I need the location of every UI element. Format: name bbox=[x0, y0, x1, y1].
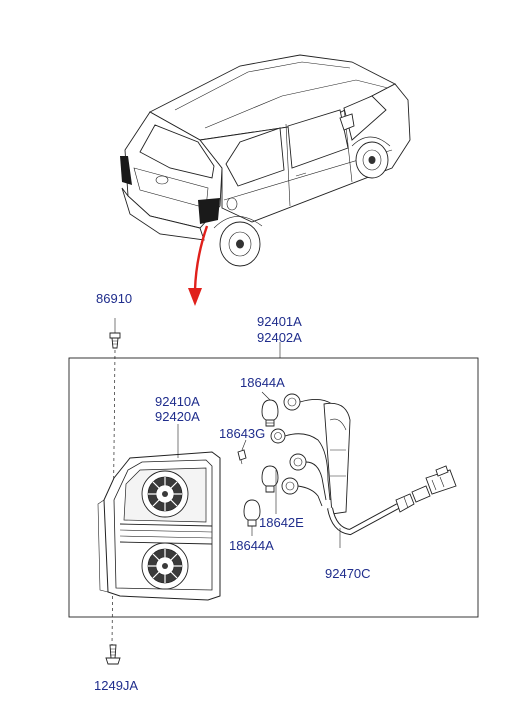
label-18643G: 18643G bbox=[219, 426, 265, 441]
car-illustration bbox=[120, 54, 411, 267]
wiring-harness bbox=[270, 393, 457, 548]
label-18644A-lower: 18644A bbox=[229, 538, 274, 553]
label-18642E: 18642E bbox=[259, 515, 304, 530]
label-92470C: 92470C bbox=[325, 566, 371, 581]
red-pointer-arrow bbox=[188, 225, 209, 306]
bulb-upper-leader bbox=[261, 391, 271, 401]
screw-86910-icon bbox=[109, 318, 121, 349]
label-18644A-upper: 18644A bbox=[240, 375, 285, 390]
detail-frame bbox=[68, 357, 479, 618]
bulb-18643G-icon bbox=[237, 449, 247, 465]
label-92420A: 92420A bbox=[155, 409, 200, 424]
bulb-wedge-leader bbox=[241, 439, 247, 451]
fastening-axis-line bbox=[111, 349, 116, 646]
bulb-18644A-upper-icon bbox=[261, 399, 279, 427]
tail-lamp-housing bbox=[97, 451, 221, 601]
label-1249JA: 1249JA bbox=[94, 678, 138, 693]
screw-1249JA-icon bbox=[105, 644, 121, 665]
label-86910: 86910 bbox=[96, 291, 132, 306]
bulb-18642E-icon bbox=[261, 465, 279, 493]
label-92401A: 92401A bbox=[257, 314, 302, 329]
bulb-18644A-lower-icon bbox=[243, 499, 261, 527]
label-92402A: 92402A bbox=[257, 330, 302, 345]
label-92410A: 92410A bbox=[155, 394, 200, 409]
